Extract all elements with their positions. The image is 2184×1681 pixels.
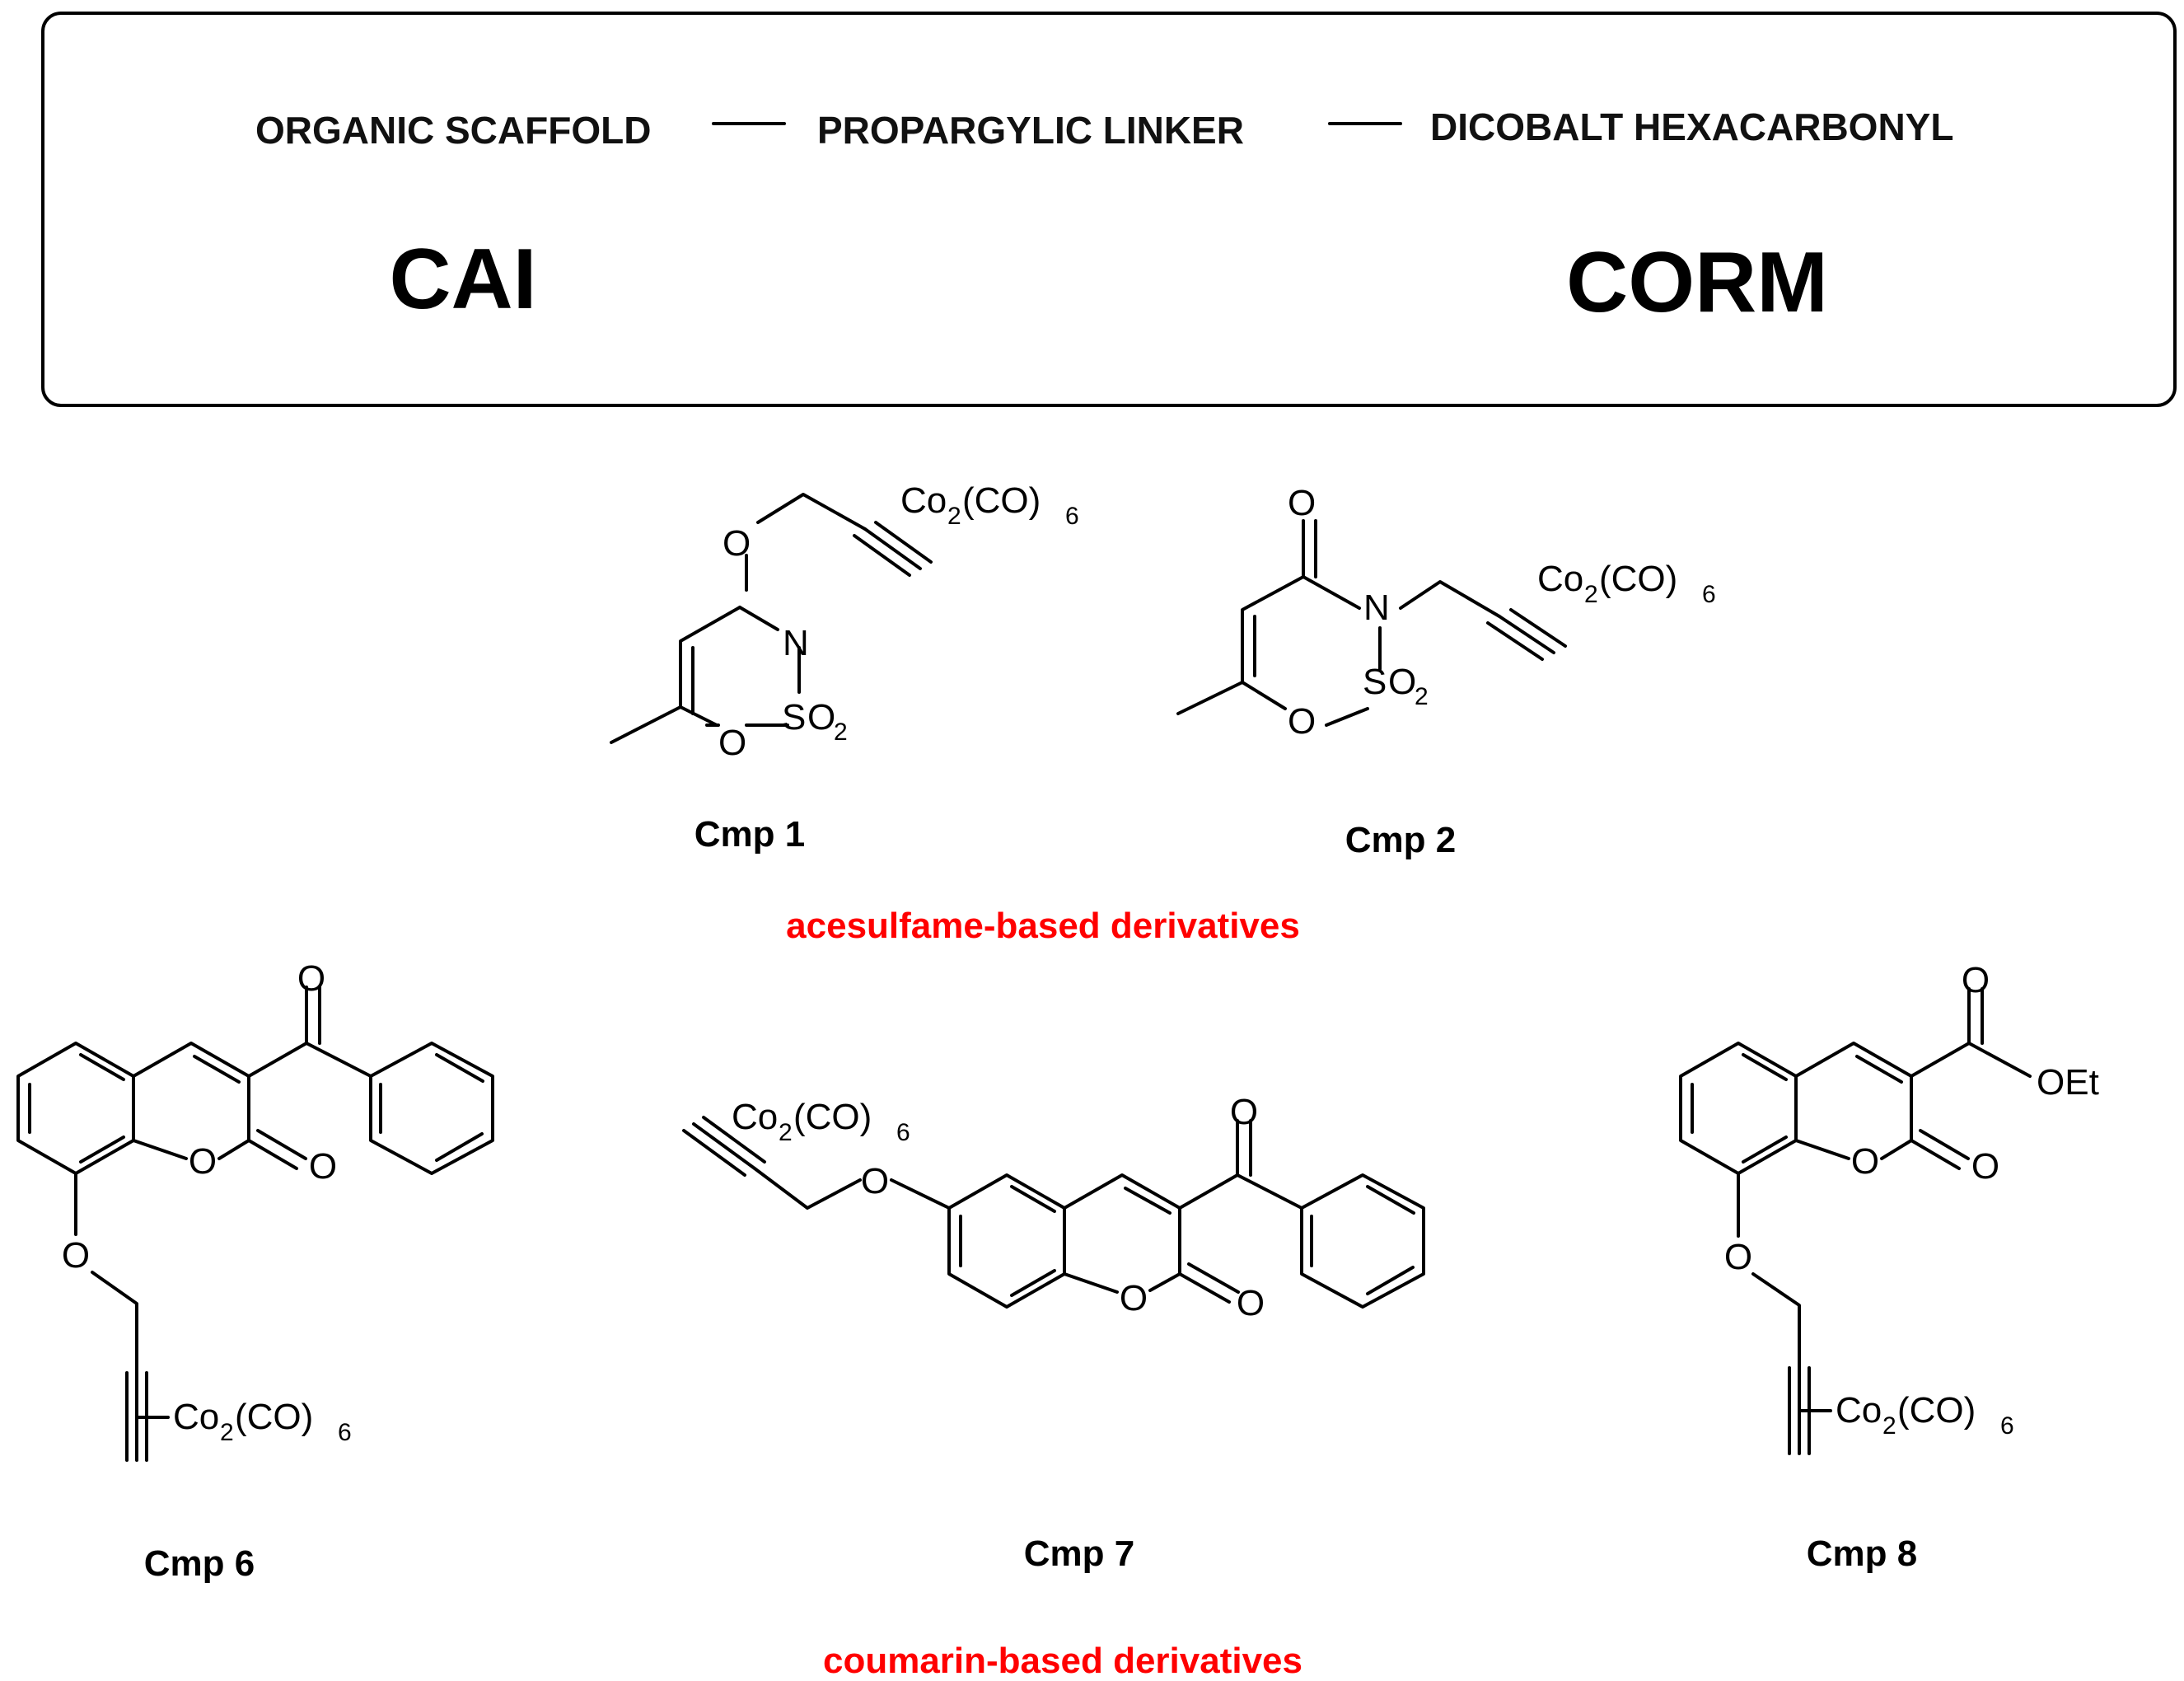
atom-o-sulfonyl: O xyxy=(1388,662,1416,702)
atom-n: N xyxy=(1363,588,1390,628)
cobalt-label: Co xyxy=(1537,559,1583,599)
sulfonyl-subscript: 2 xyxy=(1415,683,1429,710)
carbonyl-label: (CO) xyxy=(1599,559,1677,599)
carbonyl-subscript: 6 xyxy=(1702,581,1716,608)
atom-n: N xyxy=(783,623,809,663)
carbonyl-subscript: 6 xyxy=(2000,1412,2014,1440)
sulfonyl-subscript: 2 xyxy=(834,719,848,746)
dicobalt-hexacarbonyl-label: DICOBALT HEXACARBONYL xyxy=(1430,105,1953,148)
atom-o-lactone: O xyxy=(1237,1283,1265,1323)
cobalt-subscript: 2 xyxy=(779,1119,793,1146)
atom-o-ketone: O xyxy=(1230,1092,1258,1132)
atom-o-ether: O xyxy=(861,1161,889,1201)
compound-6-label: Cmp 6 xyxy=(144,1543,255,1584)
compound-2-label: Cmp 2 xyxy=(1345,820,1456,860)
cobalt-label: Co xyxy=(1836,1390,1882,1430)
compound-7-label: Cmp 7 xyxy=(1024,1534,1134,1574)
compound-1-label: Cmp 1 xyxy=(694,814,805,855)
atom-o-ring: O xyxy=(1288,701,1316,742)
cobalt-label: Co xyxy=(900,480,947,521)
ethoxy-label: OEt xyxy=(2037,1062,2099,1103)
atom-o-sulfonyl: O xyxy=(807,697,835,737)
atom-s: S xyxy=(1363,662,1387,702)
carbonyl-label: (CO) xyxy=(962,480,1041,521)
concept-box: ORGANIC SCAFFOLD PROPARGYLIC LINKER DICO… xyxy=(41,12,2177,407)
compound-6-structure: O O O O Co 2 (CO) 6 xyxy=(16,958,494,1462)
carbonyl-subscript: 6 xyxy=(896,1119,910,1146)
atom-o-carbonyl: O xyxy=(1962,960,1990,1000)
atom-s: S xyxy=(782,697,806,737)
carbonyl-label: (CO) xyxy=(1897,1390,1976,1430)
atom-o-ring: O xyxy=(718,723,746,763)
atom-o-ether: O xyxy=(1724,1237,1752,1277)
cobalt-subscript: 2 xyxy=(1882,1412,1896,1440)
atom-o-ring: O xyxy=(1120,1278,1148,1318)
compound-7-structure: O O O O Co 2 (CO) 6 xyxy=(682,1092,1425,1323)
atom-o-lactone: O xyxy=(309,1146,337,1187)
carbonyl-label: (CO) xyxy=(793,1097,872,1137)
organic-scaffold-label: ORGANIC SCAFFOLD xyxy=(255,109,651,152)
cobalt-label: Co xyxy=(173,1397,219,1437)
atom-o-carbonyl: O xyxy=(1288,483,1316,523)
cobalt-subscript: 2 xyxy=(220,1419,234,1446)
compound-1-structure: O N S O 2 O Co 2 (CO) 6 xyxy=(610,480,1079,763)
corm-label: CORM xyxy=(1566,235,1828,330)
atom-o-ring: O xyxy=(1851,1141,1879,1182)
cai-label: CAI xyxy=(389,232,536,327)
carbonyl-subscript: 6 xyxy=(338,1419,352,1446)
atom-o-ether: O xyxy=(62,1235,90,1276)
coumarin-group-label: coumarin-based derivatives xyxy=(823,1641,1302,1681)
carbonyl-subscript: 6 xyxy=(1065,503,1079,530)
propargylic-linker-label: PROPARGYLIC LINKER xyxy=(817,109,1244,152)
atom-o-ether: O xyxy=(723,523,751,564)
carbonyl-label: (CO) xyxy=(235,1397,313,1437)
compound-8-structure: O OEt O O O Co 2 (CO) 6 xyxy=(1679,960,2099,1455)
cobalt-label: Co xyxy=(732,1097,778,1137)
atom-o-ring: O xyxy=(189,1141,217,1182)
compound-2-structure: O N S O 2 O Co 2 (CO) 6 xyxy=(1176,483,1716,742)
acesulfame-group-label: acesulfame-based derivatives xyxy=(786,906,1300,946)
cobalt-subscript: 2 xyxy=(947,503,961,530)
cobalt-subscript: 2 xyxy=(1584,581,1598,608)
atom-o-lactone: O xyxy=(1971,1146,1999,1187)
atom-o-ketone: O xyxy=(297,958,325,999)
compound-8-label: Cmp 8 xyxy=(1807,1534,1917,1574)
concept-box-frame xyxy=(41,12,2177,407)
